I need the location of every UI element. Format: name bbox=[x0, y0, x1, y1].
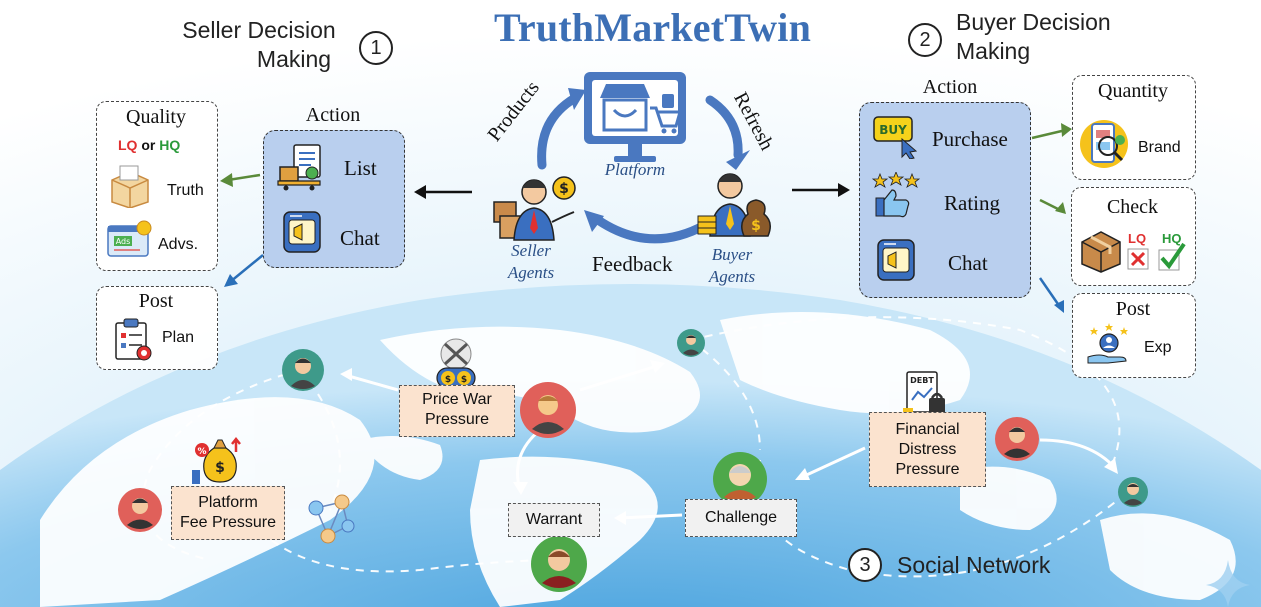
buyer-action-chat: Chat bbox=[948, 251, 988, 275]
svg-text:$: $ bbox=[559, 181, 569, 197]
avatar-right-small bbox=[1118, 477, 1148, 507]
buyer-section-title: Buyer Decision Making bbox=[956, 8, 1111, 66]
list-icon bbox=[277, 144, 321, 191]
quality-lq: LQ bbox=[118, 137, 138, 153]
post-seller-heading: Post bbox=[138, 290, 174, 312]
truth-box-icon bbox=[111, 165, 149, 208]
seller-chat-icon bbox=[283, 211, 321, 253]
post-buyer-heading: Post bbox=[1115, 298, 1151, 320]
seller-action-list: List bbox=[344, 156, 377, 180]
ads-icon: Ads bbox=[107, 220, 152, 257]
social-section-title: Social Network bbox=[897, 552, 1051, 578]
experience-icon bbox=[1087, 323, 1128, 364]
network-people-icon bbox=[308, 494, 355, 544]
buyer-section-line2: Making bbox=[956, 38, 1031, 64]
brand-icon bbox=[1080, 120, 1128, 168]
post-seller-plan: Plan bbox=[162, 329, 195, 346]
buy-badge: BUY bbox=[879, 123, 907, 137]
seller-action-heading: Action bbox=[305, 104, 361, 126]
quality-advs: Advs. bbox=[158, 236, 199, 253]
challenge-box: Challenge bbox=[685, 499, 797, 537]
platform-fee-icon: $ % bbox=[192, 436, 241, 484]
avatar-top-middle bbox=[677, 329, 705, 357]
svg-text:$: $ bbox=[445, 375, 451, 385]
rating-icon bbox=[872, 172, 920, 218]
quantity-heading: Quantity bbox=[1098, 80, 1168, 102]
quality-lq-hq: LQ or HQ bbox=[118, 137, 180, 153]
platform-label: Platform bbox=[604, 160, 666, 179]
svg-text:%: % bbox=[197, 447, 206, 457]
quality-truth: Truth bbox=[167, 182, 204, 199]
cross-icon bbox=[1127, 248, 1149, 270]
avatar-challenge bbox=[713, 452, 767, 506]
feedback-label: Feedback bbox=[592, 252, 673, 276]
seller-agents-label: Seller Agents bbox=[496, 240, 566, 284]
checkmark-icon bbox=[1158, 242, 1186, 271]
post-buyer-exp: Exp bbox=[1144, 339, 1172, 356]
financial-line1: Financial bbox=[895, 421, 960, 438]
financial-distress-pressure-box: Financial Distress Pressure bbox=[869, 412, 986, 487]
avatar-center-red bbox=[520, 382, 576, 438]
check-lq: LQ bbox=[1128, 231, 1147, 246]
quality-hq: HQ bbox=[159, 137, 181, 153]
seller-section-title: Seller Decision Making bbox=[174, 16, 344, 74]
avatar-bottom-left bbox=[118, 488, 162, 532]
cycle-arrows bbox=[537, 88, 750, 244]
seller-agents-line1: Seller bbox=[511, 241, 551, 260]
warrant-box: Warrant bbox=[508, 503, 600, 537]
price-war-icon: $ $ bbox=[436, 338, 476, 389]
seller-section-number: 1 bbox=[359, 31, 393, 65]
avatar-top-left bbox=[282, 349, 324, 391]
financial-line2: Distress bbox=[898, 441, 957, 458]
platform-icon bbox=[584, 72, 686, 162]
post-buyer-box bbox=[1072, 293, 1196, 378]
buyer-agent-icon: $ bbox=[697, 173, 771, 237]
connector-arrows bbox=[220, 123, 1072, 313]
financial-line3: Pressure bbox=[895, 461, 960, 478]
svg-text:$: $ bbox=[461, 375, 467, 385]
svg-text:$: $ bbox=[751, 218, 761, 234]
seller-agents-line2: Agents bbox=[507, 263, 555, 282]
buyer-action-rating: Rating bbox=[944, 191, 1000, 215]
package-icon bbox=[1081, 231, 1121, 273]
buyer-action-heading: Action bbox=[922, 76, 978, 98]
platform-fee-pressure-box: Platform Fee Pressure bbox=[171, 486, 285, 540]
debt-icon: DEBT bbox=[903, 371, 945, 414]
svg-text:$: $ bbox=[215, 460, 225, 476]
check-heading: Check bbox=[1106, 196, 1159, 218]
buyer-agents-line1: Buyer bbox=[711, 245, 753, 264]
purchase-icon: BUY bbox=[873, 116, 918, 159]
page-title: TruthMarketTwin bbox=[493, 5, 812, 50]
avatar-warrant bbox=[531, 536, 587, 592]
check-hq: HQ bbox=[1162, 231, 1182, 246]
buyer-section-line1: Buyer Decision bbox=[956, 9, 1111, 35]
ads-badge: Ads bbox=[116, 237, 131, 246]
seller-section-line2: Making bbox=[256, 46, 332, 72]
seller-action-chat: Chat bbox=[340, 226, 380, 250]
quantity-brand: Brand bbox=[1138, 139, 1181, 156]
price-war-line1: Price War bbox=[422, 391, 492, 408]
debt-badge: DEBT bbox=[910, 376, 934, 385]
social-section-number: 3 bbox=[848, 548, 882, 582]
quality-heading: Quality bbox=[126, 106, 186, 128]
avatar-right-red bbox=[995, 417, 1039, 461]
platform-fee-line2: Fee Pressure bbox=[179, 514, 277, 531]
quality-or: or bbox=[141, 137, 156, 153]
plan-icon bbox=[115, 318, 152, 361]
buyer-agents-line2: Agents bbox=[708, 267, 756, 286]
seller-section-line1: Seller Decision bbox=[182, 17, 336, 43]
buyer-chat-icon bbox=[877, 239, 915, 281]
seller-agent-icon: $ bbox=[493, 176, 576, 241]
buyer-section-number: 2 bbox=[908, 23, 942, 57]
price-war-pressure-box: Price War Pressure bbox=[399, 385, 515, 437]
buyer-agents-label: Buyer Agents bbox=[697, 244, 767, 288]
price-war-line2: Pressure bbox=[424, 411, 490, 428]
buyer-action-purchase: Purchase bbox=[932, 127, 1008, 151]
platform-fee-line1: Platform bbox=[198, 494, 258, 511]
